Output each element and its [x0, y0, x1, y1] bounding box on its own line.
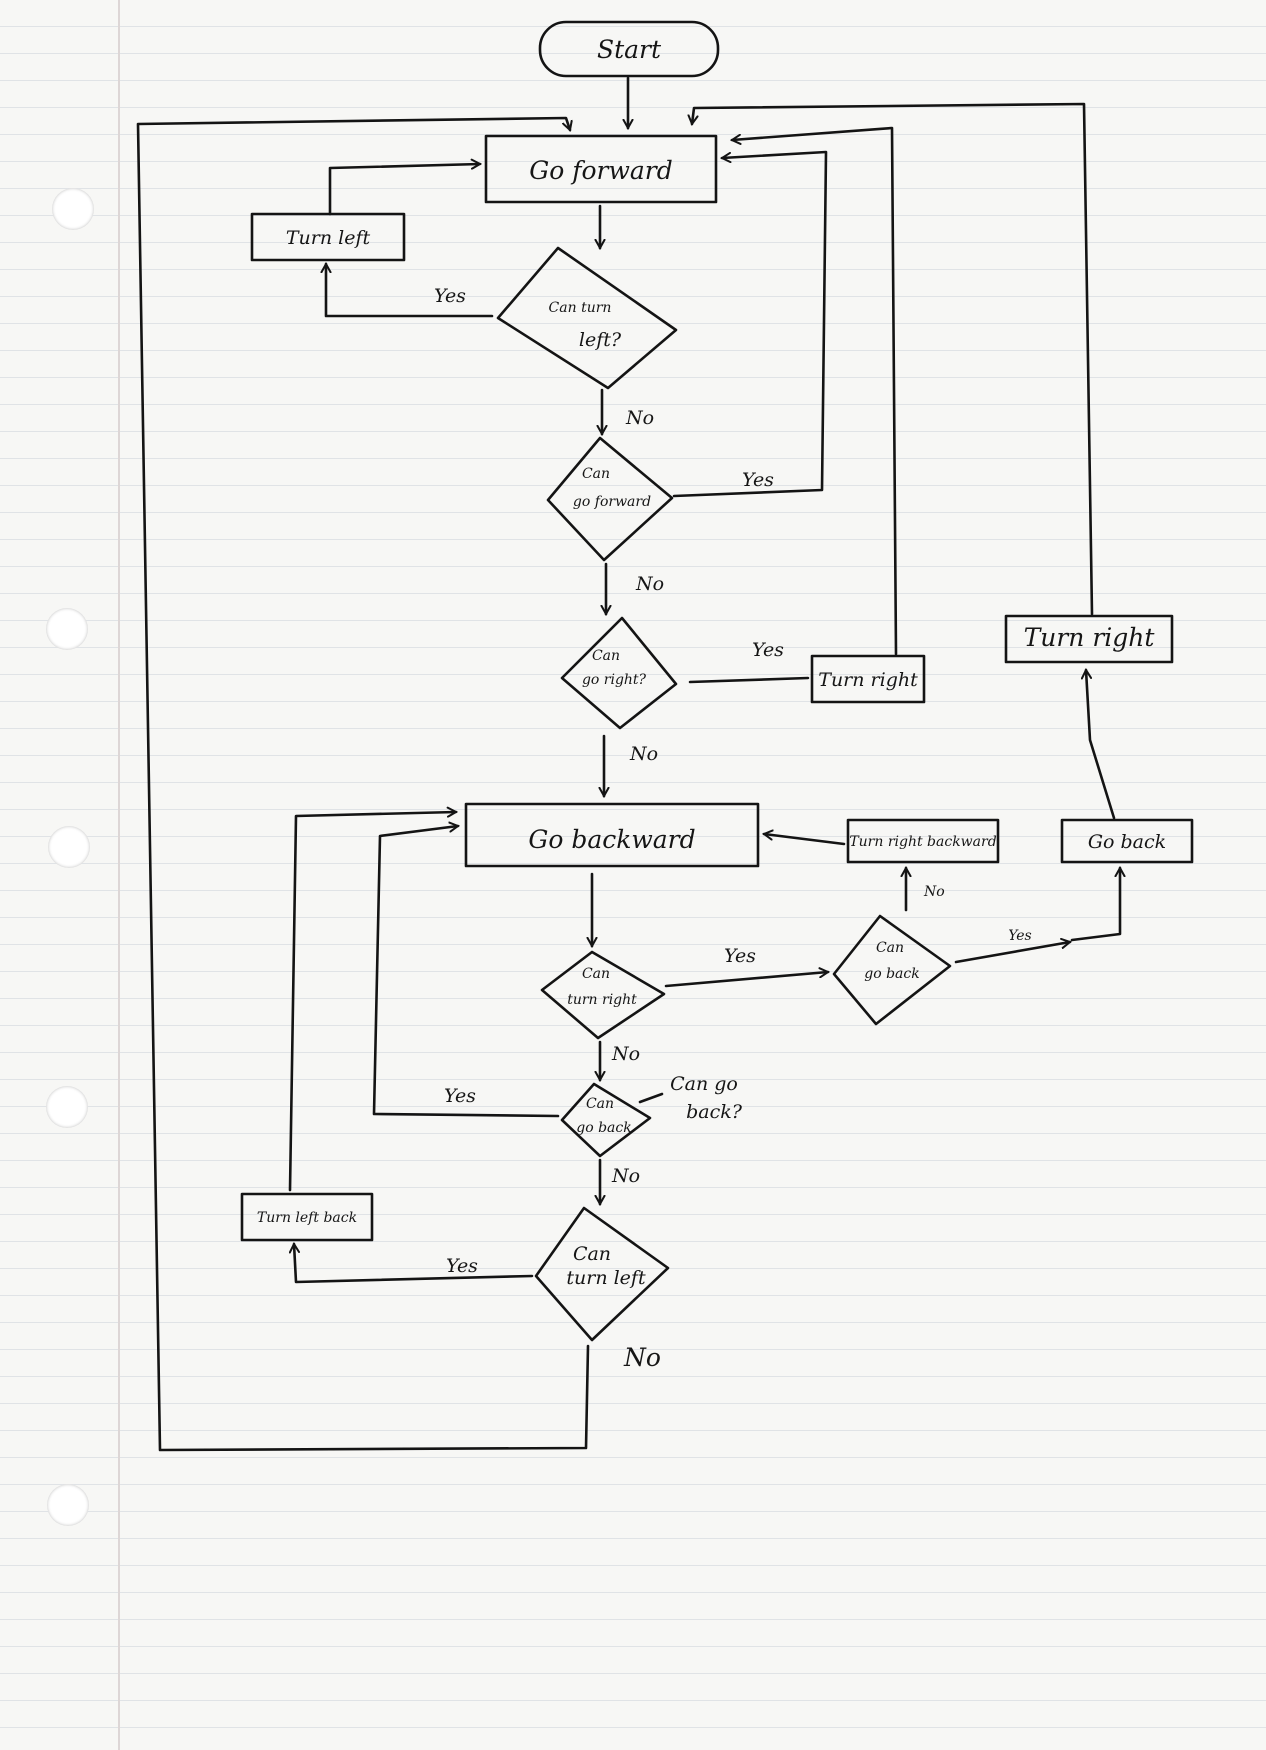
label-no-1: No — [625, 407, 654, 429]
start-label: Start — [597, 35, 662, 64]
go-backward-label: Go backward — [528, 825, 695, 854]
arrow-yes-go-back-loop — [372, 826, 560, 1118]
turn-left-back-box — [240, 1192, 374, 1242]
label-yes-go-back: Yes — [444, 1085, 476, 1107]
note-pointer — [638, 1092, 664, 1104]
punch-hole — [47, 1484, 89, 1526]
can-turn-right-line2: turn right — [567, 992, 637, 1008]
arrow-go-back-turn-right — [1086, 670, 1116, 820]
go-backward-box — [464, 802, 760, 868]
can-go-back-note-line1: Can go — [670, 1073, 738, 1095]
punch-hole — [46, 608, 88, 650]
go-back-box — [1060, 818, 1194, 864]
can-turn-left-decision — [496, 246, 678, 390]
turn-left-label: Turn left — [286, 227, 371, 249]
label-no-6: No — [623, 1343, 661, 1372]
turn-right-1-label: Turn right — [818, 669, 918, 691]
arrow-turn-right-2-loop — [692, 102, 1094, 616]
can-go-forward-line1: Can — [582, 466, 610, 482]
can-go-forward-line2: go forward — [573, 494, 651, 510]
arrow-yes-turn-left-back — [294, 1244, 534, 1284]
arrow-yes-forward-loop — [672, 150, 828, 498]
can-turn-left-2-decision — [534, 1206, 670, 1342]
can-go-back-note-line2: back? — [686, 1101, 743, 1123]
arrow-yes-go-back — [954, 942, 1070, 964]
turn-right-backward-box — [846, 818, 1000, 864]
turn-left-back-label: Turn left back — [257, 1210, 357, 1226]
label-no-turn-right-backward: No — [923, 884, 945, 900]
margin-line — [118, 0, 120, 1750]
label-yes-turn-left-back: Yes — [446, 1255, 478, 1277]
go-back-label: Go back — [1088, 831, 1166, 853]
can-go-right-line1: Can — [592, 648, 620, 664]
can-turn-right-line1: Can — [582, 966, 610, 982]
arrow-yes-turn-right — [688, 676, 810, 684]
arrow-yes-can-go-back-right — [664, 972, 828, 988]
start-terminal — [538, 20, 720, 78]
can-turn-left-1-line2: left? — [579, 329, 622, 351]
arrow-turn-left-go-forward — [328, 164, 480, 216]
can-go-right-decision — [560, 616, 678, 730]
label-yes-go-back-right: Yes — [1008, 928, 1032, 944]
label-yes-right: Yes — [752, 639, 784, 661]
turn-right-box-2 — [1004, 614, 1174, 664]
punch-hole — [48, 826, 90, 868]
arrow-yes-turn-left — [326, 264, 494, 318]
can-go-right-line2: go right? — [582, 672, 647, 688]
can-go-back-small-line2: go back — [576, 1120, 631, 1136]
arrow-turn-right-backward-go-backward — [764, 834, 846, 846]
arrow-outer-loop — [136, 116, 590, 1452]
can-turn-left-2-line1: Can — [573, 1243, 611, 1265]
turn-right-box-1 — [810, 654, 926, 704]
turn-right-backward-label: Turn right backward — [849, 834, 996, 850]
can-go-back-decision — [560, 1082, 652, 1158]
go-forward-label: Go forward — [529, 156, 672, 185]
can-turn-right-decision — [540, 950, 666, 1040]
label-yes-turn-right: Yes — [724, 945, 756, 967]
can-turn-left-2-line2: turn left — [566, 1267, 646, 1289]
arrow-go-back-up — [1070, 868, 1120, 942]
go-forward-box — [484, 134, 718, 204]
label-yes-forward: Yes — [742, 469, 774, 491]
label-no-2: No — [635, 573, 664, 595]
label-no-4: No — [611, 1043, 640, 1065]
can-go-back-small-line1: Can — [586, 1096, 614, 1112]
can-go-forward-decision — [546, 436, 674, 562]
can-go-back-right-line2: go back — [864, 966, 919, 982]
turn-right-2-label: Turn right — [1024, 623, 1156, 652]
label-no-3: No — [629, 743, 658, 765]
arrow-turn-right-loop — [732, 126, 898, 656]
label-no-5: No — [611, 1165, 640, 1187]
label-yes-turn-left: Yes — [434, 285, 466, 307]
can-turn-left-1-line1: Can turn — [549, 300, 612, 316]
can-go-back-right-decision — [832, 914, 952, 1026]
punch-hole — [46, 1086, 88, 1128]
punch-hole — [52, 188, 94, 230]
turn-left-box — [250, 212, 406, 262]
can-go-back-right-line1: Can — [876, 940, 904, 956]
arrow-turn-left-back-loop — [288, 812, 456, 1192]
